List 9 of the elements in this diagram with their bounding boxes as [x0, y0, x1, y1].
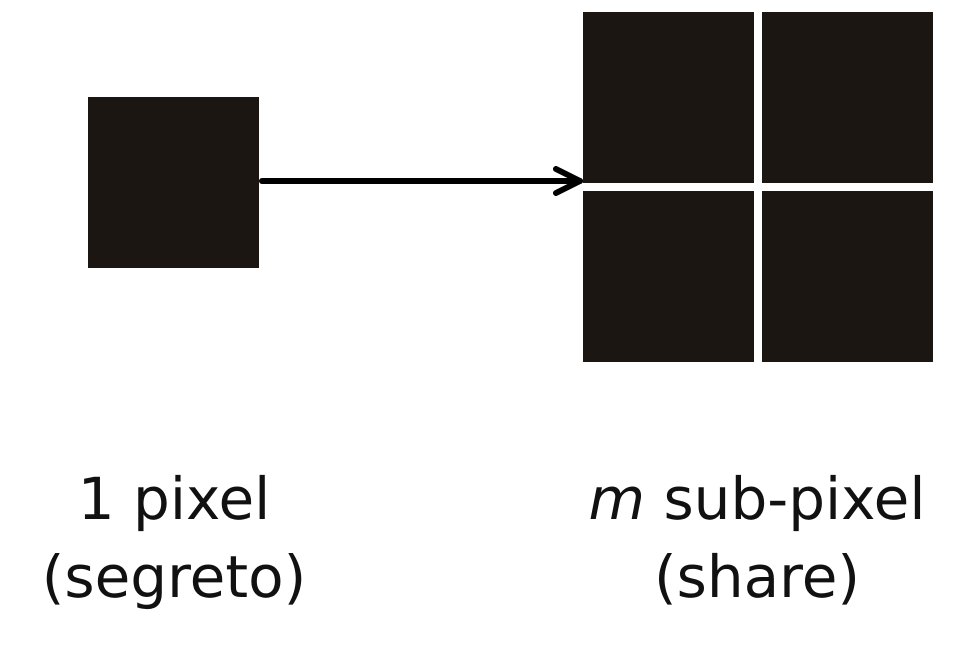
- sub-pixel-grid: [583, 12, 933, 362]
- arrow: [259, 166, 583, 196]
- pixel-square: [88, 97, 259, 268]
- sub-pixel-square: [762, 191, 933, 362]
- node-label: m sub-pixel (share): [588, 464, 926, 613]
- node-label: 1 pixel (segreto): [40, 464, 308, 613]
- sub-pixel-square: [583, 191, 754, 362]
- sub-pixel-square: [762, 12, 933, 183]
- sub-pixel-square: [583, 12, 754, 183]
